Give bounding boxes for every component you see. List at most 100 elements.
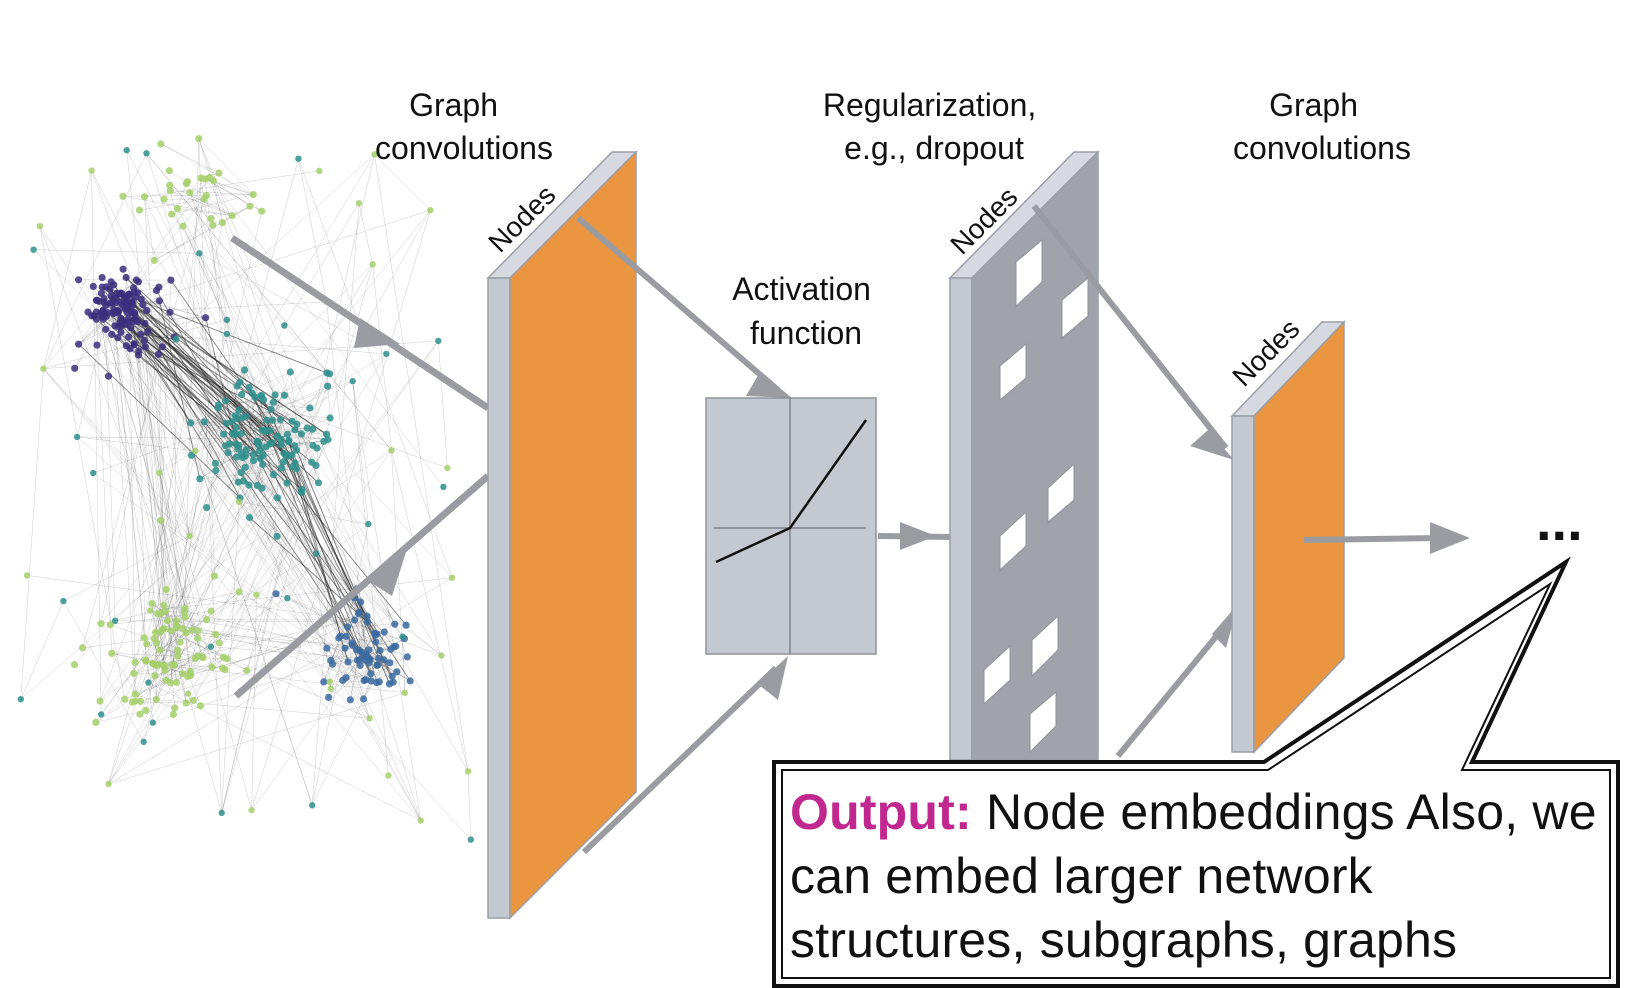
network-node <box>369 261 376 268</box>
network-node <box>136 710 144 718</box>
network-node <box>241 366 249 374</box>
network-node <box>342 674 350 682</box>
network-node <box>114 334 122 342</box>
network-node <box>325 693 333 702</box>
network-node <box>259 460 267 469</box>
network-node <box>380 628 388 636</box>
network-node <box>107 278 115 286</box>
network-node <box>349 377 356 385</box>
network-node <box>151 672 159 680</box>
network-node <box>303 424 311 432</box>
network-node <box>200 418 208 426</box>
network-node <box>262 426 271 434</box>
network-node <box>380 656 388 664</box>
network-node <box>88 312 96 320</box>
label-activation-function: Activation function <box>732 271 880 351</box>
network-node <box>376 646 384 655</box>
network-node <box>212 630 220 639</box>
network-node <box>98 711 105 718</box>
network-node <box>163 617 172 625</box>
network-node <box>372 638 380 646</box>
network-node <box>245 513 254 522</box>
network-node <box>253 481 261 489</box>
network-node <box>316 167 323 175</box>
network-node <box>298 488 306 496</box>
network-node <box>256 446 264 454</box>
network-node <box>142 657 150 665</box>
network-node <box>188 626 196 634</box>
network-node <box>211 459 219 467</box>
network-node <box>352 646 360 654</box>
network-node <box>194 627 202 635</box>
dropped-unit <box>1031 614 1059 678</box>
network-node <box>387 645 395 653</box>
network-node <box>393 668 401 676</box>
network-node <box>277 440 285 449</box>
network-node <box>108 649 116 658</box>
network-node <box>148 600 156 608</box>
network-node <box>320 678 328 686</box>
arrow-to-layer2-bottom <box>1115 620 1231 758</box>
network-node <box>281 322 288 329</box>
network-node <box>106 285 114 293</box>
network-node <box>122 342 130 350</box>
network-node <box>223 330 231 338</box>
network-node <box>169 710 177 719</box>
network-node <box>277 435 285 443</box>
network-node <box>157 140 165 148</box>
network-node <box>140 634 148 642</box>
network-node <box>173 623 181 631</box>
network-node <box>269 398 277 406</box>
network-node <box>402 621 410 629</box>
input-graph-network <box>17 135 474 843</box>
network-node <box>288 451 296 459</box>
network-node <box>111 322 119 330</box>
network-node <box>141 343 149 351</box>
network-node <box>221 397 230 405</box>
dropped-unit <box>1029 690 1057 754</box>
network-node <box>351 616 359 624</box>
network-node <box>105 780 112 788</box>
network-node <box>117 314 125 322</box>
network-node <box>309 802 316 809</box>
network-node <box>162 676 170 684</box>
network-node <box>284 438 292 446</box>
network-node <box>309 441 317 450</box>
network-node <box>248 806 255 814</box>
network-node <box>155 283 163 291</box>
network-node <box>156 646 164 654</box>
network-node <box>122 273 130 282</box>
network-node <box>366 715 373 722</box>
network-node <box>235 498 243 505</box>
network-node <box>184 690 192 697</box>
network-node <box>172 335 180 343</box>
network-node <box>121 305 129 313</box>
network-node <box>464 768 472 775</box>
arrow-to-activation-bottom <box>581 665 779 855</box>
network-node <box>267 405 275 413</box>
network-node <box>182 180 190 188</box>
network-node <box>136 697 145 706</box>
dropped-unit <box>1047 462 1075 524</box>
network-node <box>191 654 199 662</box>
network-node <box>373 661 382 669</box>
network-node <box>371 151 378 158</box>
network-node <box>388 447 395 454</box>
network-node <box>354 610 363 618</box>
network-node <box>189 696 197 704</box>
network-node <box>448 574 456 581</box>
network-node <box>142 706 150 715</box>
network-node <box>223 655 231 663</box>
network-node <box>174 652 182 660</box>
network-node <box>241 452 249 460</box>
network-node <box>254 437 262 445</box>
network-node <box>218 664 227 672</box>
network-node <box>117 328 125 336</box>
activation-arrows <box>576 215 792 855</box>
network-node <box>284 595 291 602</box>
network-node <box>93 341 101 349</box>
network-node <box>249 191 257 199</box>
network-node <box>344 623 352 631</box>
network-node <box>383 350 390 358</box>
network-node <box>17 696 24 703</box>
